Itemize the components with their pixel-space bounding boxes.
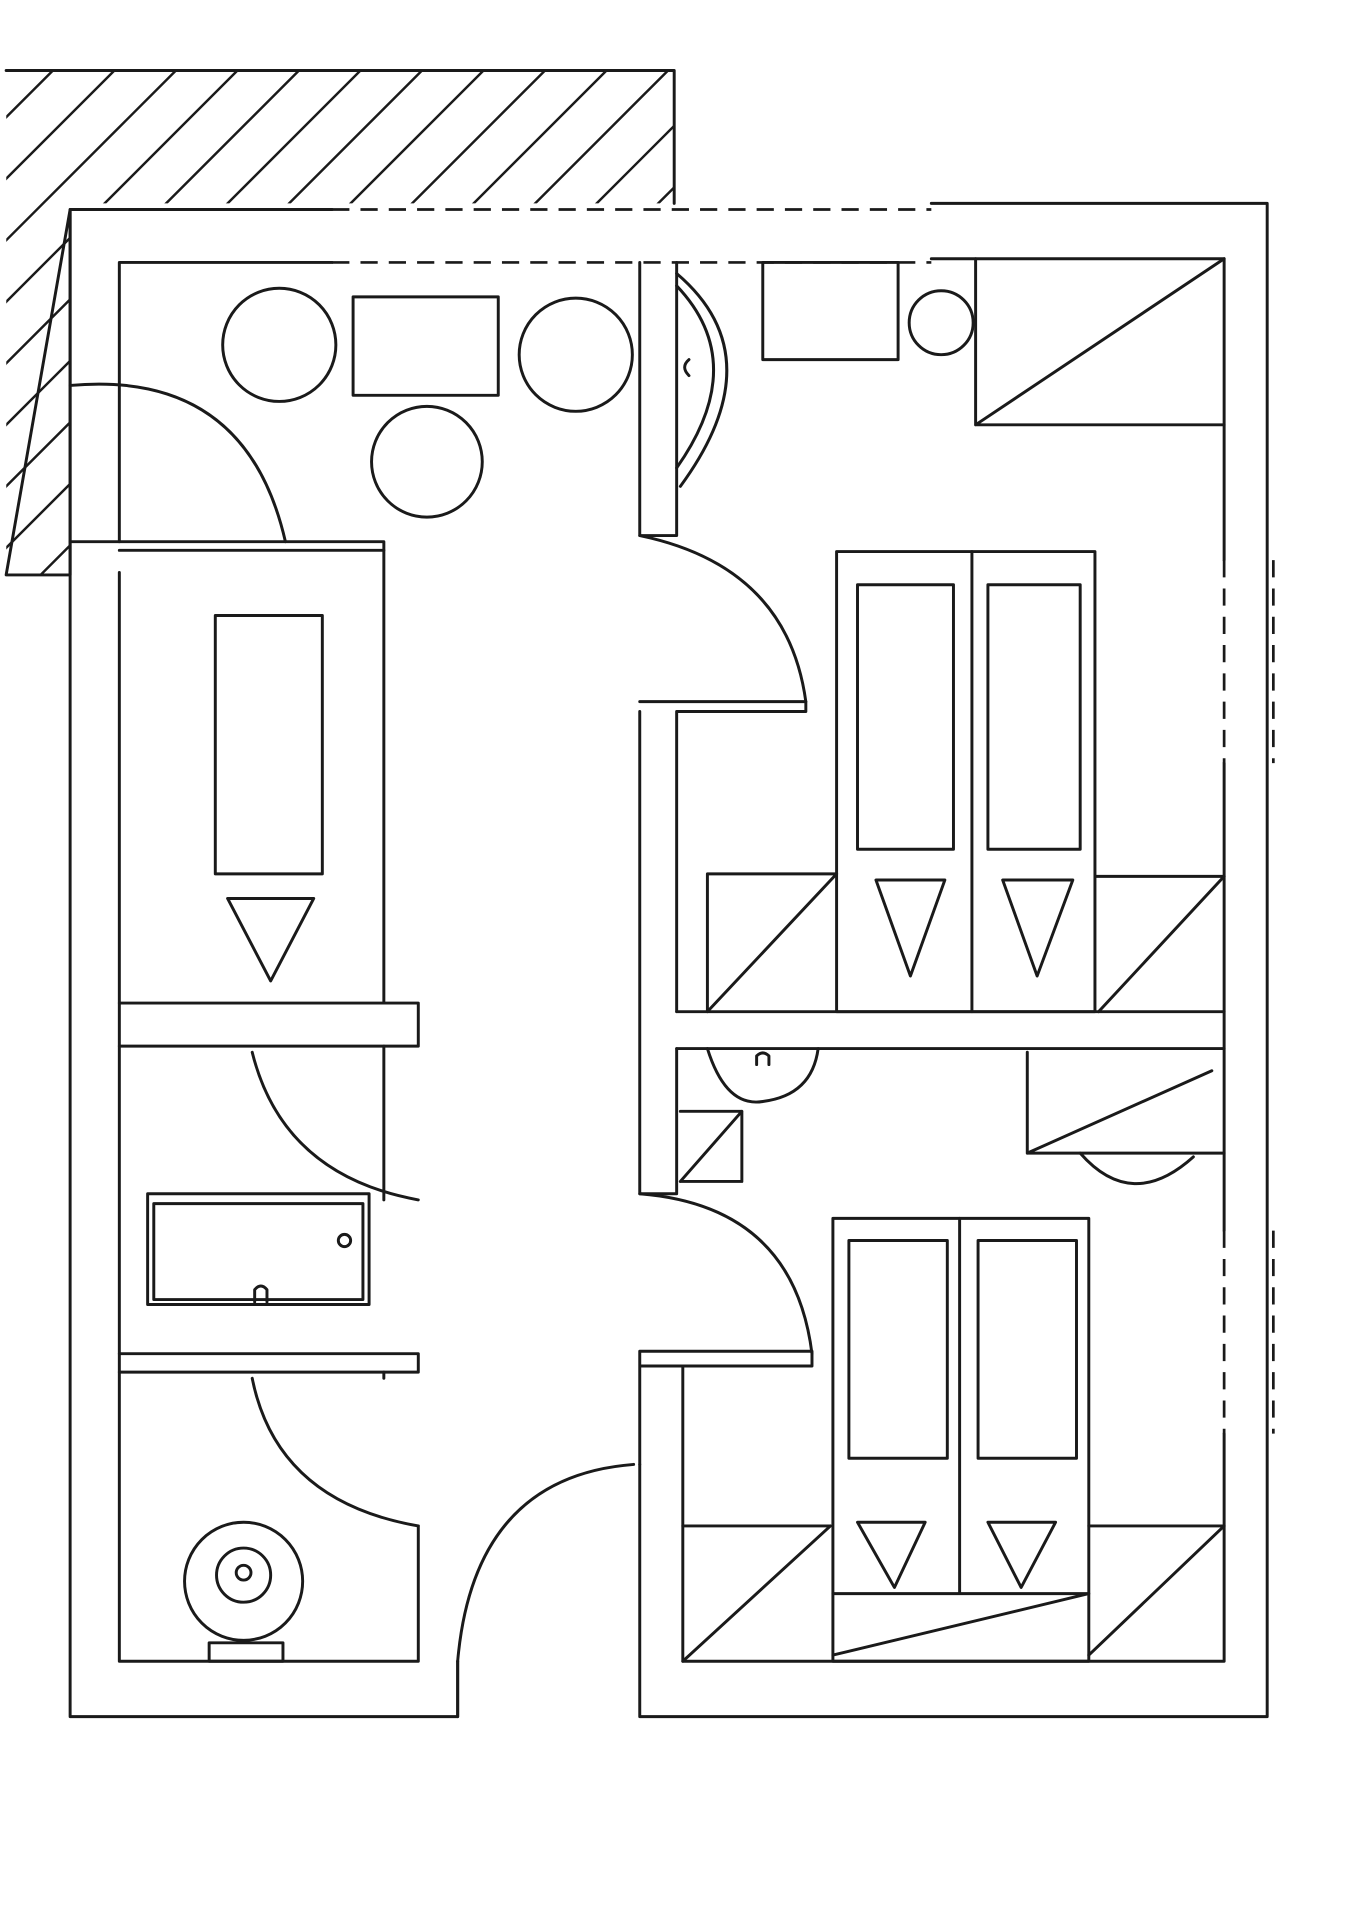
- sink: [705, 1047, 820, 1104]
- hatch-line: [6, 70, 309, 575]
- toilet: [183, 1520, 305, 1642]
- wc: [183, 1376, 420, 1663]
- door-arc: [638, 534, 808, 704]
- hatch-line: [183, 70, 675, 575]
- bed-pillow-triangle: [1001, 878, 1075, 978]
- bed-pillow-triangle: [874, 878, 947, 978]
- bed: [835, 550, 1097, 1014]
- hatch-line: [6, 70, 493, 575]
- faucet: [683, 358, 691, 378]
- drain: [336, 1232, 353, 1249]
- door-arc: [250, 1376, 420, 1528]
- nightstand: [705, 872, 839, 1014]
- bathroom: [146, 1050, 420, 1306]
- cabinet: [761, 260, 900, 362]
- hatch-line: [6, 70, 124, 575]
- hatch-line: [6, 70, 247, 575]
- counter: [1025, 1050, 1226, 1155]
- hatch-line: [677, 62, 1231, 616]
- mattress: [976, 1239, 1078, 1460]
- hatch-line: [122, 70, 675, 575]
- hatch-line: [6, 70, 432, 575]
- window-right-lower: [1222, 1230, 1275, 1434]
- hatch-line: [6, 70, 370, 575]
- interior-walls: [68, 260, 1226, 1719]
- sink: [675, 272, 729, 488]
- table: [351, 295, 500, 397]
- kitchen: [638, 257, 1226, 704]
- round-table: [221, 286, 338, 403]
- hatch-line: [368, 70, 675, 575]
- bed-pillow-triangle: [226, 897, 316, 983]
- hatch-line: [60, 70, 617, 575]
- door-arc: [250, 1050, 420, 1202]
- nightstand: [1093, 874, 1226, 1014]
- toilet-tank: [207, 1641, 285, 1663]
- window-right-upper: [1222, 560, 1275, 764]
- faucet: [755, 1051, 771, 1067]
- hatch-line: [6, 70, 186, 575]
- bathtub: [146, 1192, 371, 1306]
- round-table: [370, 404, 484, 519]
- entry-door-arc: [456, 1462, 636, 1663]
- nightstand: [1087, 1524, 1226, 1657]
- mattress: [856, 583, 955, 851]
- faucet: [253, 1284, 269, 1304]
- hatch-line: [552, 70, 675, 575]
- hatch-line: [6, 70, 555, 575]
- hatch-line: [614, 70, 675, 575]
- nightstand: [681, 1524, 832, 1663]
- right-bathroom: [638, 1047, 1226, 1356]
- left-bedroom: [213, 614, 324, 983]
- door-arc: [638, 1192, 814, 1356]
- hatch-line: [306, 70, 675, 575]
- hatch-line: [491, 70, 675, 575]
- bed: [213, 614, 324, 876]
- hatch-line: [738, 62, 1292, 616]
- bed-pillow-triangle: [986, 1520, 1058, 1589]
- hatched-wall: [4, 62, 1292, 616]
- window-top: [332, 208, 932, 264]
- wardrobe: [974, 257, 1226, 427]
- round-table: [517, 296, 634, 413]
- right-upper-bedroom: [705, 550, 1226, 1014]
- right-lower-bedroom: [681, 1216, 1226, 1663]
- mattress: [986, 583, 1082, 851]
- living-room: [68, 286, 634, 544]
- shower-box: [678, 1109, 744, 1183]
- mattress: [847, 1239, 949, 1460]
- stool: [907, 289, 975, 357]
- door-arc: [68, 382, 287, 544]
- bed-pillow-triangle: [856, 1520, 927, 1589]
